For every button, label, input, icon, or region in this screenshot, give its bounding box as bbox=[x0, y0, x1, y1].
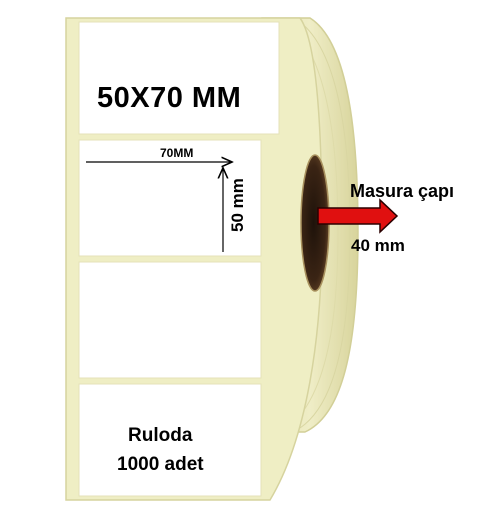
size-title: 50X70 MM bbox=[97, 82, 242, 114]
core-diameter-arrow bbox=[317, 198, 399, 234]
quantity-line-2: 1000 adet bbox=[117, 454, 204, 475]
label-sticker-1 bbox=[78, 21, 280, 135]
label-sticker-3 bbox=[78, 261, 262, 379]
width-label: 70MM bbox=[160, 146, 194, 160]
core-diameter-label: Masura çapı bbox=[350, 181, 455, 201]
quantity-line-1: Ruloda bbox=[128, 425, 193, 446]
height-label: 50 mm bbox=[228, 178, 247, 232]
label-sticker-4 bbox=[78, 383, 262, 497]
core-diameter-value: 40 mm bbox=[351, 236, 405, 255]
